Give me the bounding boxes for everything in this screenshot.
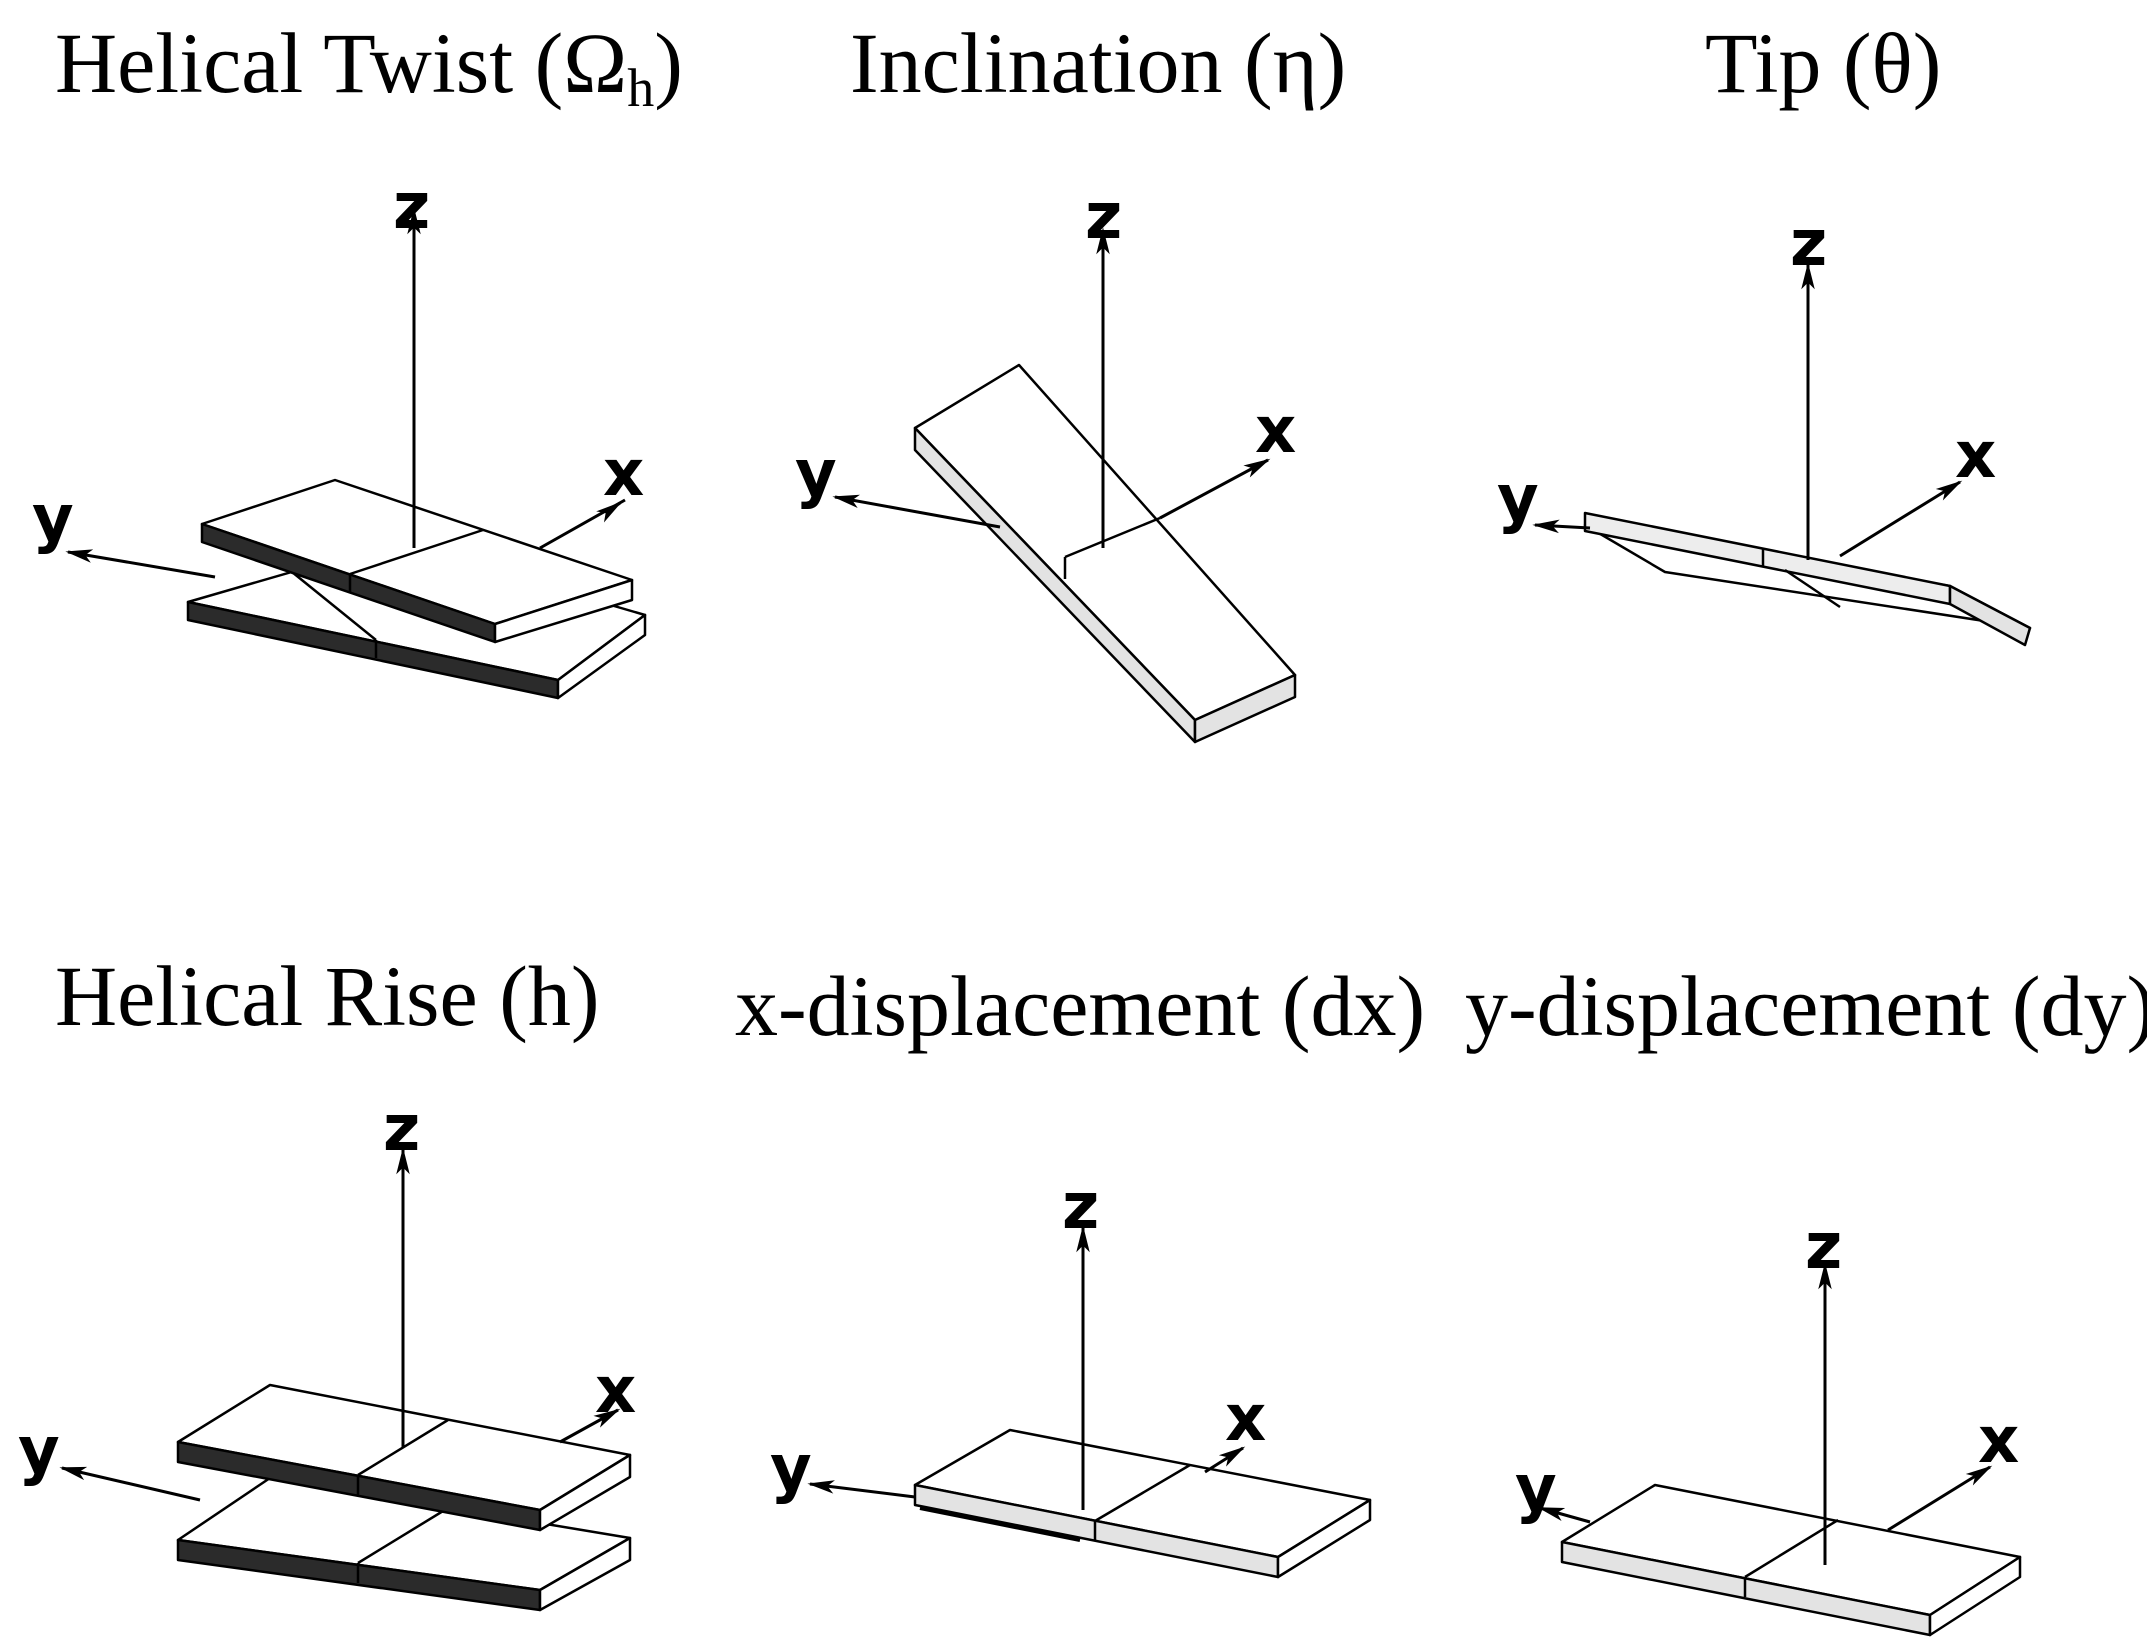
x-axis-label: x — [595, 1354, 636, 1428]
x-axis-label: x — [1225, 1382, 1266, 1456]
x-axis — [1204, 1446, 1246, 1474]
y-axis-label: y — [1515, 1452, 1557, 1526]
panel-title-inclination: Inclination (η) — [850, 15, 1346, 111]
z-axis-label: z — [383, 1092, 420, 1166]
x-axis — [559, 1408, 621, 1444]
x-axis — [1159, 458, 1271, 520]
z-axis-label: z — [393, 170, 430, 244]
y-axis — [65, 549, 216, 579]
z-axis-label: z — [1805, 1210, 1842, 1284]
panel-title-helical-twist: Helical Twist (Ωh) — [55, 15, 683, 118]
panel-title-y-displacement: y-displacement (dy) — [1465, 958, 2147, 1054]
panel-title-x-displacement: x-displacement (dx) — [735, 958, 1425, 1054]
panel-tip: Tip (θ) z x y — [1497, 15, 2032, 647]
y-axis — [807, 1480, 916, 1499]
y-axis-label: y — [32, 482, 74, 556]
y-axis-label: y — [1497, 462, 1539, 536]
y-axis — [1532, 519, 1591, 534]
panel-title-tip: Tip (θ) — [1705, 15, 1941, 111]
y-axis-label: y — [18, 1414, 60, 1488]
base-pair-slab — [913, 363, 1297, 744]
z-axis-label: z — [1062, 1170, 1099, 1244]
base-pair-slab — [913, 1428, 1372, 1579]
panel-inclination: Inclination (η) z x y — [795, 15, 1346, 744]
base-pair-slab — [1560, 1483, 2022, 1637]
base-pair-slab — [1583, 511, 2032, 647]
panel-helical-twist: Helical Twist (Ωh) z x y — [32, 15, 683, 700]
base-pair-slab-lower — [176, 1476, 632, 1612]
y-axis — [59, 1466, 201, 1502]
panel-helical-rise: Helical Rise (h) z x y — [18, 948, 636, 1612]
x-axis-label: x — [1955, 419, 1996, 493]
x-axis-label: x — [1978, 1404, 2019, 1478]
z-axis-label: z — [1790, 207, 1827, 281]
x-axis — [1839, 480, 1963, 558]
base-pair-slab-upper — [200, 478, 634, 644]
panel-x-displacement: x-displacement (dx) z x y — [735, 958, 1425, 1579]
y-axis — [832, 494, 1001, 529]
z-axis-label: z — [1085, 180, 1122, 254]
x-axis-label: x — [1255, 394, 1296, 468]
panel-title-helical-rise: Helical Rise (h) — [55, 948, 599, 1044]
panel-y-displacement: y-displacement (dy) z x y — [1465, 958, 2147, 1637]
x-axis — [1887, 1465, 1993, 1532]
y-axis-label: y — [770, 1432, 812, 1506]
x-axis-label: x — [603, 437, 644, 511]
y-axis-label: y — [795, 437, 837, 511]
y-axis — [1537, 1506, 1591, 1524]
